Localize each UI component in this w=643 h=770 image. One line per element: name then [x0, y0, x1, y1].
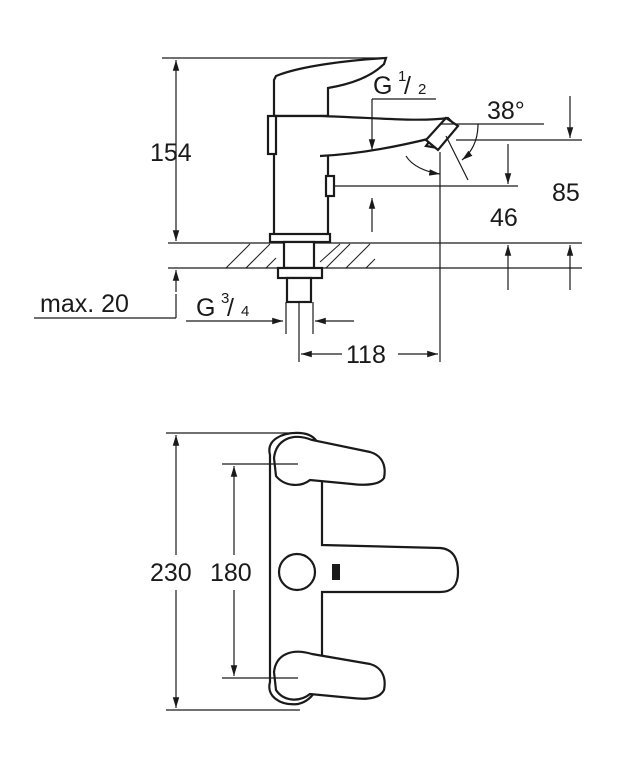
label-154: 154: [150, 139, 192, 167]
faucet-body: [272, 114, 330, 240]
dim-projection: 118: [298, 152, 441, 369]
label-outlet-thread-letter: G: [373, 72, 392, 100]
label-230: 230: [150, 559, 192, 587]
top-view: 230 180: [150, 431, 460, 711]
spout-outlet: [424, 116, 460, 152]
lever-handle: [272, 56, 388, 118]
label-outlet-thread-num: 1: [398, 68, 406, 85]
inlet-thread-slash: /: [227, 294, 234, 322]
side-view: 154 G 1 / 2 38° 85: [34, 56, 582, 369]
label-max-20: max. 20: [40, 290, 129, 318]
label-inlet-thread-den: 4: [241, 303, 249, 320]
outlet-thread-slash: /: [404, 72, 411, 100]
label-118: 118: [346, 341, 386, 369]
dim-center-distance: 180: [210, 463, 298, 679]
side-connector: [324, 174, 336, 198]
top-body: [268, 431, 460, 706]
dim-spout-height: 85: [456, 96, 582, 290]
label-inlet-thread-letter: G: [196, 294, 215, 322]
dim-width-total: 230: [150, 432, 300, 711]
top-handle-lower: [272, 650, 386, 701]
label-inlet-thread-num: 3: [221, 290, 229, 307]
label-46: 46: [490, 204, 518, 232]
dim-height-total: 154: [150, 57, 384, 241]
dim-inlet-thread: G 3 / 4: [186, 290, 354, 334]
center-hole: [277, 552, 317, 592]
dim-spout-angle: 38°: [405, 97, 544, 181]
base-flange: [268, 232, 332, 244]
mounting-nut: [276, 266, 324, 280]
top-handle-upper: [272, 435, 386, 486]
label-85: 85: [552, 179, 580, 207]
body-ring: [266, 114, 278, 156]
dim-outlet-height: 46: [334, 144, 518, 290]
dim-outlet-thread: G 1 / 2: [368, 68, 436, 232]
shank: [282, 240, 316, 270]
inlet-connector: [285, 276, 313, 304]
popup-knob: [332, 564, 340, 580]
dim-mounting-max: max. 20: [34, 270, 180, 319]
label-38: 38°: [487, 97, 525, 125]
counter-top-hatch: [168, 242, 582, 269]
label-180: 180: [210, 559, 252, 587]
label-outlet-thread-den: 2: [418, 81, 426, 98]
